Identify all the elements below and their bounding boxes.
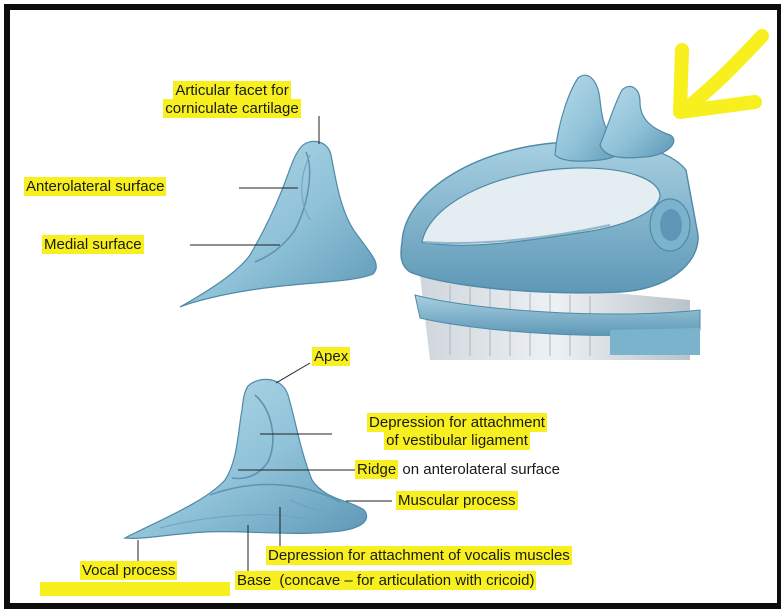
label-anterolateral-surface: Anterolateral surface (24, 178, 166, 196)
label-ridge-anterolateral: Ridge on anterolateral surface (355, 461, 560, 479)
label-depression-vocalis: Depression for attachment of vocalis mus… (266, 547, 572, 565)
label-muscular-process: Muscular process (396, 492, 518, 510)
highlighter-stroke (40, 582, 230, 596)
figure-frame: Articular facet for corniculate cartilag… (4, 4, 781, 609)
label-base: Base (concave – for articulation with cr… (235, 572, 536, 590)
label-vocal-process: Vocal process (80, 562, 177, 580)
label-medial-surface: Medial surface (42, 236, 144, 254)
highlighter-arrow (680, 36, 762, 112)
label-articular-facet: Articular facet for corniculate cartilag… (122, 82, 342, 118)
arytenoid-cartilage-lower (125, 379, 367, 538)
label-depression-vestibular-ligament: Depression for attachment of vestibular … (326, 414, 588, 450)
arytenoid-cartilage-upper (180, 141, 376, 307)
larynx-perspective (401, 75, 700, 360)
label-apex: Apex (312, 348, 350, 366)
